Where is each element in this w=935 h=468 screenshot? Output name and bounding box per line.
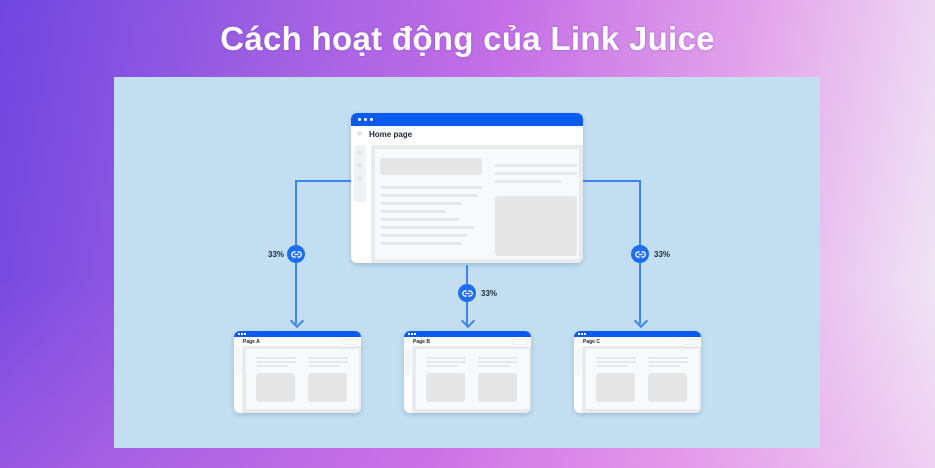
placeholder-line [596, 361, 636, 363]
connector-right-horizontal [583, 180, 641, 182]
placeholder-line [478, 357, 518, 359]
nav-dot-icon [357, 131, 362, 136]
content-area [586, 349, 699, 409]
placeholder-image [256, 373, 295, 402]
placeholder-line [495, 172, 577, 175]
window-title: Page C [583, 339, 600, 345]
link-badge-c [631, 245, 649, 263]
placeholder-image [308, 373, 347, 402]
sidebar-dot-icon [357, 176, 362, 181]
window-sidebar [354, 145, 366, 202]
placeholder-line [426, 357, 466, 359]
placeholder-line [478, 365, 510, 367]
window-action-button [682, 339, 698, 345]
placeholder-line [380, 186, 482, 189]
placeholder-line [308, 361, 348, 363]
placeholder-image [648, 373, 687, 402]
sidebar-dot-icon [357, 163, 362, 168]
window-dot-icon [584, 333, 586, 335]
link-icon [634, 250, 646, 258]
window-dot-icon [244, 333, 246, 335]
share-label-c: 33% [654, 250, 671, 259]
placeholder-line [648, 357, 688, 359]
share-label-b: 33% [481, 289, 498, 298]
window-titlebar [404, 331, 531, 337]
content-area [416, 349, 529, 409]
window-sidebar [235, 346, 241, 376]
placeholder-line [308, 357, 348, 359]
window-content [371, 145, 583, 263]
placeholder-line [648, 365, 680, 367]
window-content [582, 346, 701, 413]
home-page-window: Home page [351, 113, 583, 263]
window-dot-icon [358, 118, 361, 121]
window-dot-icon [411, 333, 413, 335]
placeholder-line [495, 180, 561, 183]
window-dot-icon [414, 333, 416, 335]
window-dot-icon [238, 333, 240, 335]
window-dot-icon [364, 118, 367, 121]
window-content [242, 346, 361, 413]
window-title: Home page [369, 130, 413, 139]
placeholder-line [426, 365, 458, 367]
placeholder-line [380, 194, 478, 197]
placeholder-line [256, 361, 296, 363]
share-label-a: 33% [268, 250, 285, 259]
placeholder-line [495, 164, 577, 167]
page-c-window: Page C [574, 331, 701, 413]
window-title: Page B [413, 339, 430, 345]
placeholder-image [596, 373, 635, 402]
window-titlebar [574, 331, 701, 337]
placeholder-line [596, 365, 628, 367]
window-dot-icon [241, 333, 243, 335]
window-action-button [342, 339, 358, 345]
window-titlebar [351, 113, 583, 126]
page-title: Cách hoạt động của Link Juice [220, 20, 715, 57]
window-action-button [512, 339, 528, 345]
window-dot-icon [581, 333, 583, 335]
placeholder-line [380, 226, 474, 229]
placeholder-line [380, 210, 446, 213]
connector-left-horizontal [296, 180, 352, 182]
placeholder-image [495, 196, 577, 256]
placeholder-image [478, 373, 517, 402]
window-dot-icon [370, 118, 373, 121]
placeholder-line [256, 357, 296, 359]
placeholder-block [380, 158, 482, 175]
page-b-window: Page B [404, 331, 531, 413]
link-icon [290, 250, 302, 258]
window-title: Page A [243, 339, 260, 345]
window-sidebar [405, 346, 411, 376]
page-a-window: Page A [234, 331, 361, 413]
placeholder-line [380, 234, 468, 237]
window-dot-icon [578, 333, 580, 335]
placeholder-line [256, 365, 288, 367]
link-icon [461, 289, 473, 297]
placeholder-line [308, 365, 340, 367]
link-badge-b [458, 284, 476, 302]
content-area [375, 149, 579, 259]
sidebar-dot-icon [357, 150, 362, 155]
placeholder-image [426, 373, 465, 402]
placeholder-line [478, 361, 518, 363]
placeholder-line [596, 357, 636, 359]
window-content [412, 346, 531, 413]
placeholder-line [380, 218, 460, 221]
placeholder-line [380, 202, 462, 205]
placeholder-line [380, 242, 462, 245]
placeholder-line [426, 361, 466, 363]
link-badge-a [287, 245, 305, 263]
window-sidebar [575, 346, 581, 376]
placeholder-line [648, 361, 688, 363]
window-titlebar [234, 331, 361, 337]
window-dot-icon [408, 333, 410, 335]
content-area [246, 349, 359, 409]
